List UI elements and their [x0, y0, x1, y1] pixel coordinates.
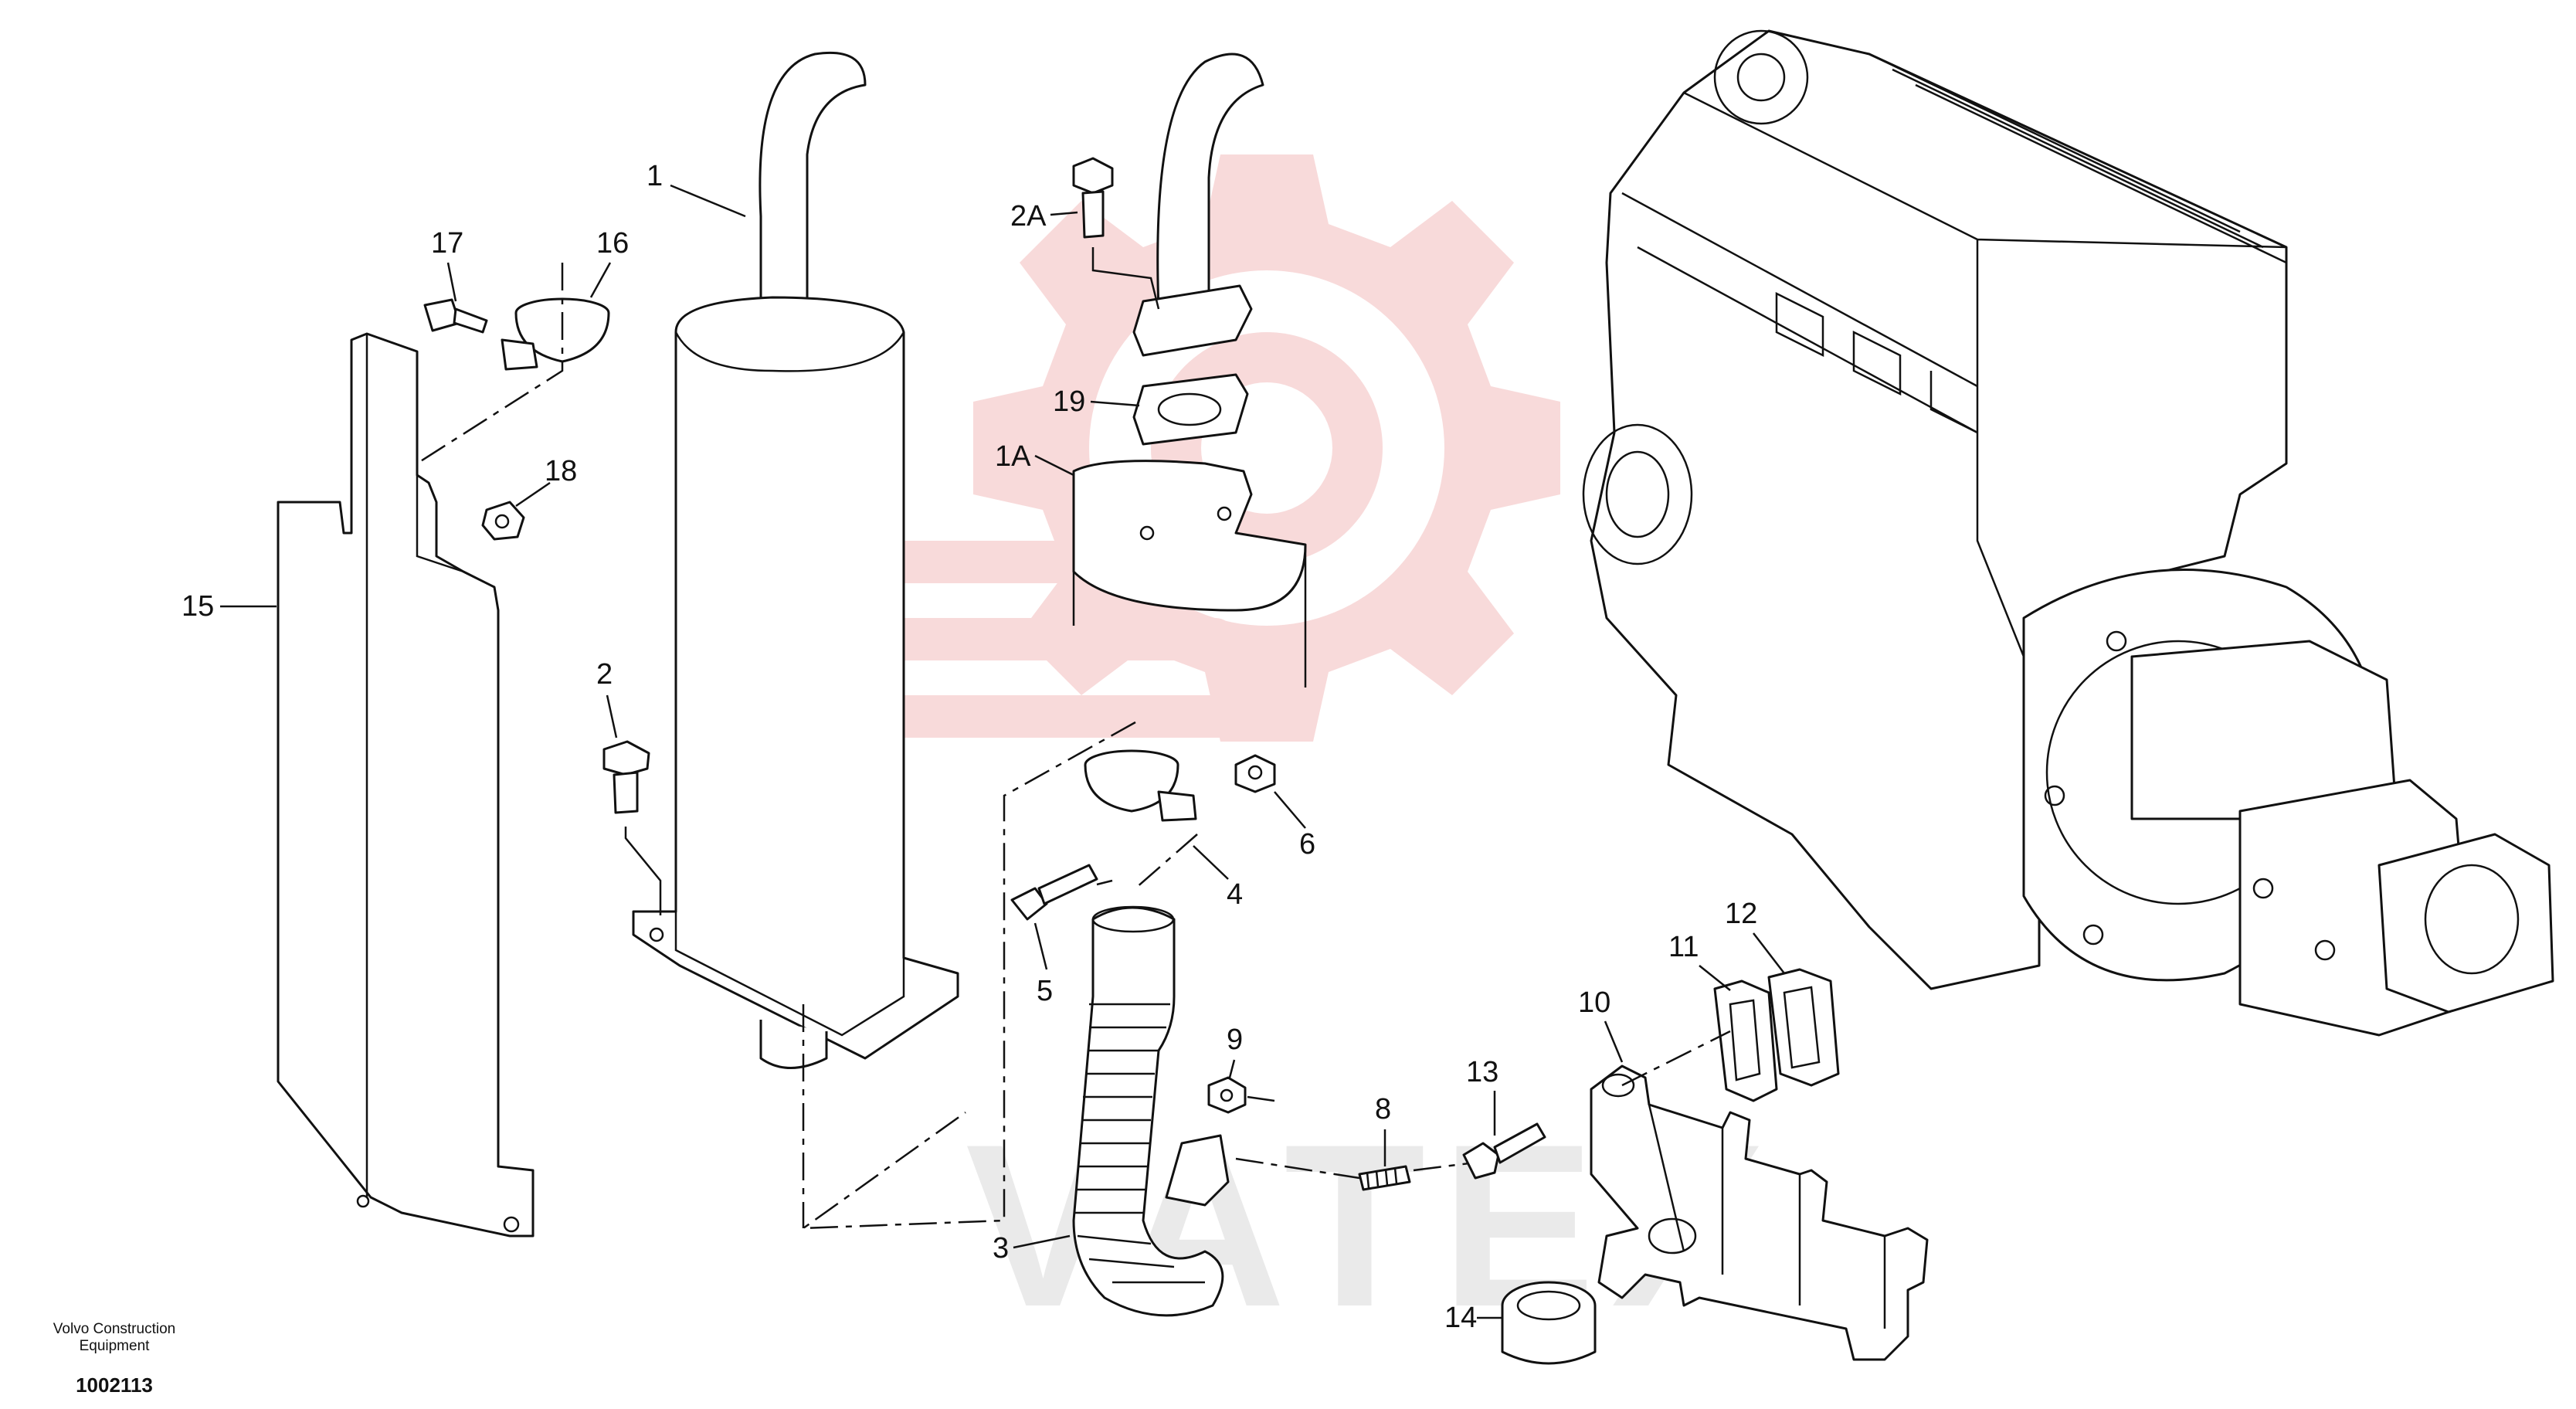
- assembly-line-10: [1621, 1030, 1731, 1087]
- assembly-line-5: [1096, 879, 1113, 886]
- leader-2a: [1050, 211, 1078, 216]
- part-12-gasket: [1767, 968, 1840, 1087]
- leader-18: [515, 481, 551, 508]
- callout-1: 1: [647, 160, 663, 192]
- callout-4: 4: [1227, 878, 1243, 911]
- leader-17: [446, 262, 457, 302]
- part-6-nut: [1234, 754, 1276, 793]
- part-11-gasket: [1713, 980, 1778, 1102]
- callout-12: 12: [1725, 898, 1757, 930]
- company-name-line-1: Volvo Construction: [53, 1321, 176, 1337]
- callout-9: 9: [1227, 1024, 1243, 1056]
- assembly-line-16: [416, 263, 564, 465]
- leader-4: [1193, 845, 1229, 880]
- leader-3: [1013, 1234, 1071, 1249]
- assembly-line-9: [1247, 1095, 1275, 1102]
- part-2-bolt: [602, 740, 650, 814]
- callout-13: 13: [1466, 1056, 1498, 1088]
- callout-8: 8: [1375, 1093, 1391, 1126]
- callout-2a: 2A: [1010, 200, 1047, 233]
- document-number: 1002113: [76, 1373, 153, 1397]
- part-2a-bolt: [1072, 157, 1114, 239]
- callout-19: 19: [1053, 385, 1085, 418]
- part-14-seal: [1501, 1281, 1597, 1365]
- part-5-bolt: [1010, 864, 1098, 921]
- assembly-line-2a: [1091, 247, 1160, 310]
- callout-2: 2: [596, 658, 613, 691]
- leader-19: [1090, 400, 1140, 407]
- assembly-line-3: [799, 721, 1136, 1230]
- leader-1a: [1034, 454, 1074, 477]
- assembly-line-2: [624, 827, 662, 915]
- part-1a-pipe: [1072, 53, 1307, 688]
- leader-11: [1699, 965, 1731, 991]
- part-8-stud: [1358, 1165, 1411, 1191]
- watermark-stripe-2: [834, 618, 1236, 660]
- leader-10: [1604, 1020, 1624, 1063]
- part-15-heat-shield: [277, 332, 535, 1238]
- leader-6: [1274, 791, 1306, 829]
- leader-9: [1228, 1059, 1236, 1078]
- leader-2: [606, 694, 618, 738]
- callout-14: 14: [1444, 1302, 1477, 1334]
- callout-6: 6: [1299, 828, 1315, 861]
- callout-18: 18: [545, 455, 577, 487]
- part-9-nut: [1207, 1076, 1247, 1114]
- company-name-line-2: Equipment: [79, 1338, 150, 1354]
- footer-credit: Volvo Construction Equipment 1002113: [22, 1321, 207, 1397]
- assembly-line-4: [1135, 834, 1198, 889]
- assembly-line-8: [1235, 1157, 1507, 1180]
- callout-11: 11: [1668, 931, 1699, 963]
- callout-5: 5: [1037, 975, 1053, 1007]
- watermark-stripe-3: [881, 695, 1251, 738]
- part-4-clamp: [1084, 749, 1197, 822]
- callout-10: 10: [1578, 986, 1610, 1019]
- part-18-nut: [481, 501, 525, 541]
- part-1-muffler: [632, 51, 959, 1069]
- part-16-clamp: [501, 297, 610, 371]
- callout-1a: 1A: [995, 440, 1031, 473]
- leader-16: [589, 262, 612, 298]
- part-13-bolt: [1462, 1122, 1546, 1180]
- part-3-flex-pipe: [1072, 905, 1230, 1317]
- leader-12: [1753, 932, 1785, 974]
- callout-16: 16: [596, 227, 629, 260]
- leader-1: [670, 184, 746, 218]
- part-10-manifold: [1590, 1064, 1929, 1361]
- leader-5: [1033, 922, 1048, 970]
- callout-3: 3: [993, 1232, 1009, 1265]
- callout-17: 17: [431, 227, 463, 260]
- part-17-bolt: [423, 298, 488, 334]
- callout-15: 15: [182, 590, 214, 623]
- engine-assembly: [1582, 29, 2554, 1037]
